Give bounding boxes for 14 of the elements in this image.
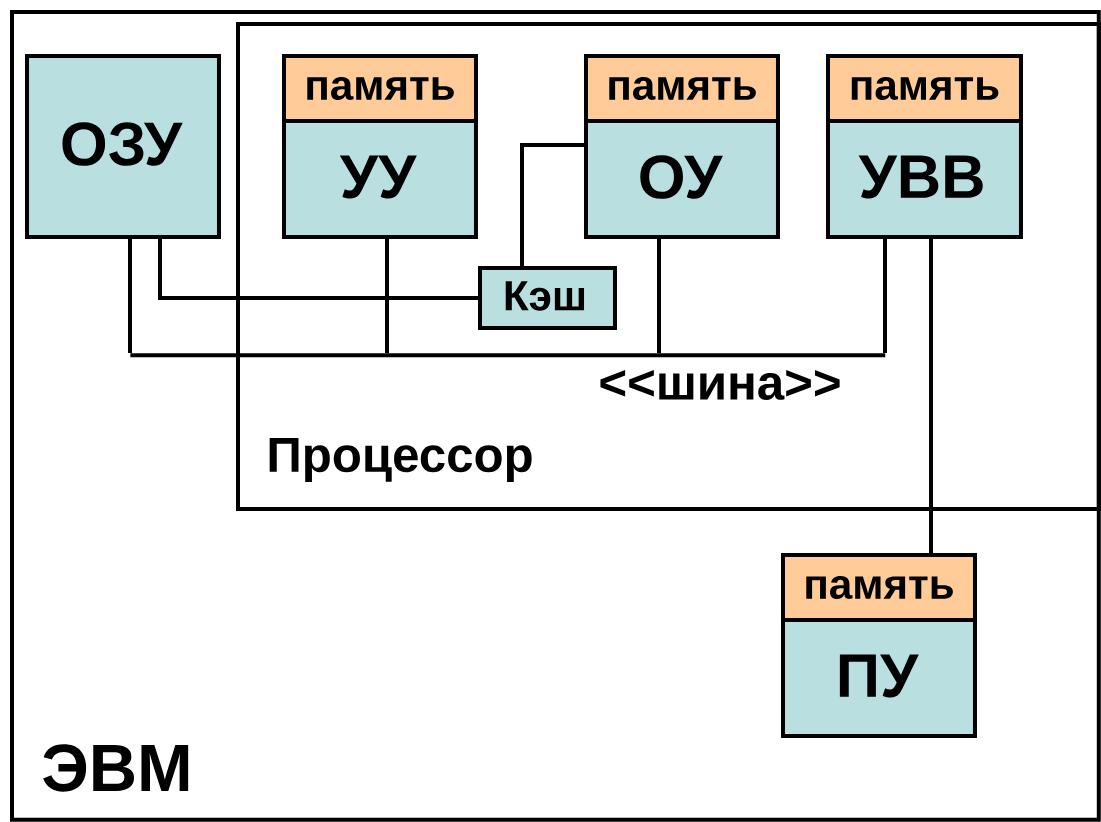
memory-header: память: [781, 553, 977, 622]
connector-line: [520, 143, 584, 266]
connector-line: [158, 238, 478, 300]
unit-box: ОЗУ: [25, 54, 221, 239]
connector-line: [385, 238, 389, 353]
connector-line: [128, 238, 132, 353]
memory-header: память: [282, 54, 478, 123]
memory-header: память: [826, 54, 1023, 123]
unit-box: Кэш: [478, 266, 617, 330]
connector-line: [657, 238, 661, 353]
connector-line: [883, 238, 887, 353]
memory-header: память: [584, 54, 780, 123]
connector-line: [929, 238, 933, 553]
bus-label: <<шина>>: [600, 370, 840, 400]
